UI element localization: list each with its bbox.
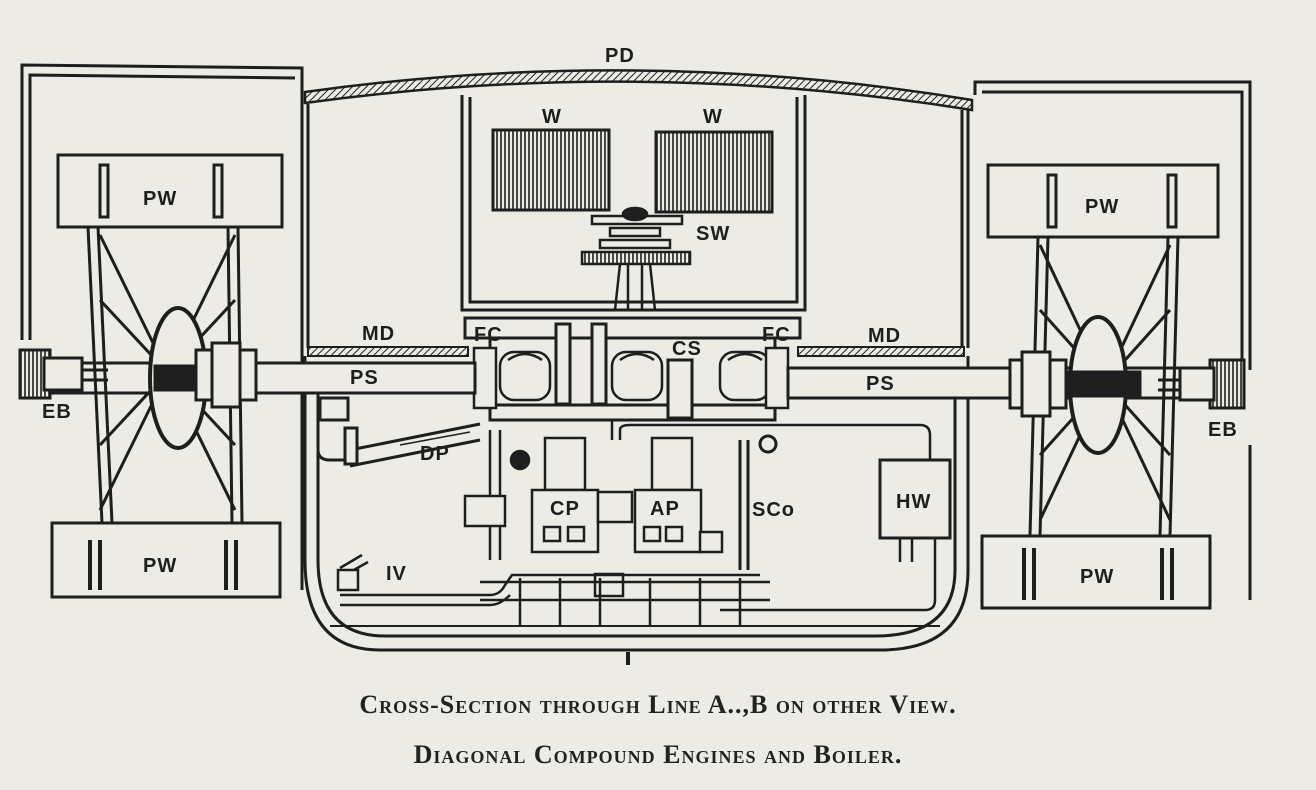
paddle-shaft-left bbox=[48, 361, 477, 395]
caption-line-1: Cross-Section through Line A..,B on othe… bbox=[359, 690, 957, 719]
hull bbox=[303, 356, 970, 652]
collar-right bbox=[764, 346, 790, 410]
labels: PD W W SW PW PW PW PW MD MD FC FC CS PS … bbox=[42, 45, 1238, 588]
label-md-right: MD bbox=[868, 325, 901, 347]
engine-cylinders bbox=[463, 420, 932, 598]
paddle-wheel-right bbox=[980, 163, 1220, 610]
main-deck-right bbox=[797, 346, 965, 357]
label-ps-right: PS bbox=[866, 373, 895, 395]
caption-line-2: Diagonal Compound Engines and Boiler. bbox=[413, 740, 903, 769]
paddle-wheel-left bbox=[50, 153, 284, 599]
deck-house bbox=[306, 95, 970, 348]
label-eb-left: EB bbox=[42, 401, 72, 423]
bearing-right bbox=[1158, 358, 1246, 410]
cross-section-diagram: PD W W SW PW PW PW PW MD MD FC FC CS PS … bbox=[18, 45, 1252, 665]
paddle-box-left bbox=[20, 63, 304, 590]
label-eb-right: EB bbox=[1208, 419, 1238, 441]
label-pw-bottom-left: PW bbox=[143, 555, 177, 577]
label-cs: CS bbox=[672, 338, 702, 360]
label-sw: SW bbox=[696, 223, 730, 245]
label-fc-right: FC bbox=[762, 324, 791, 346]
label-sco: SCo bbox=[752, 499, 795, 521]
steering-wheel bbox=[580, 206, 692, 311]
label-pw-top-left: PW bbox=[143, 188, 177, 210]
foundation-pipes bbox=[340, 573, 770, 626]
crank-discs bbox=[498, 350, 772, 402]
main-deck-left bbox=[307, 346, 469, 357]
window-right bbox=[654, 130, 774, 214]
label-pd: PD bbox=[605, 45, 635, 67]
collar-left bbox=[472, 346, 498, 410]
bearing-left bbox=[18, 348, 108, 400]
label-iv: IV bbox=[386, 563, 407, 585]
label-cp: CP bbox=[550, 498, 580, 520]
paddle-shaft-right bbox=[786, 366, 1210, 400]
label-w-left: W bbox=[542, 106, 562, 128]
injection-valve bbox=[336, 553, 369, 592]
crank-shaft bbox=[463, 316, 802, 422]
paddle-box-right bbox=[973, 80, 1252, 600]
surface-condenser bbox=[738, 434, 778, 570]
label-pw-top-right: PW bbox=[1085, 196, 1119, 218]
label-hw: HW bbox=[896, 491, 931, 513]
label-md-left: MD bbox=[362, 323, 395, 345]
window-left bbox=[491, 128, 611, 212]
discharge-pipe bbox=[316, 396, 481, 468]
label-ap: AP bbox=[650, 498, 680, 520]
label-pw-bottom-right: PW bbox=[1080, 566, 1114, 588]
hot-well bbox=[878, 458, 952, 540]
label-fc-left: FC bbox=[474, 324, 503, 346]
label-w-right: W bbox=[703, 106, 723, 128]
label-dp: DP bbox=[420, 443, 450, 465]
label-ps-left: PS bbox=[350, 367, 379, 389]
promenade-deck bbox=[303, 69, 974, 112]
